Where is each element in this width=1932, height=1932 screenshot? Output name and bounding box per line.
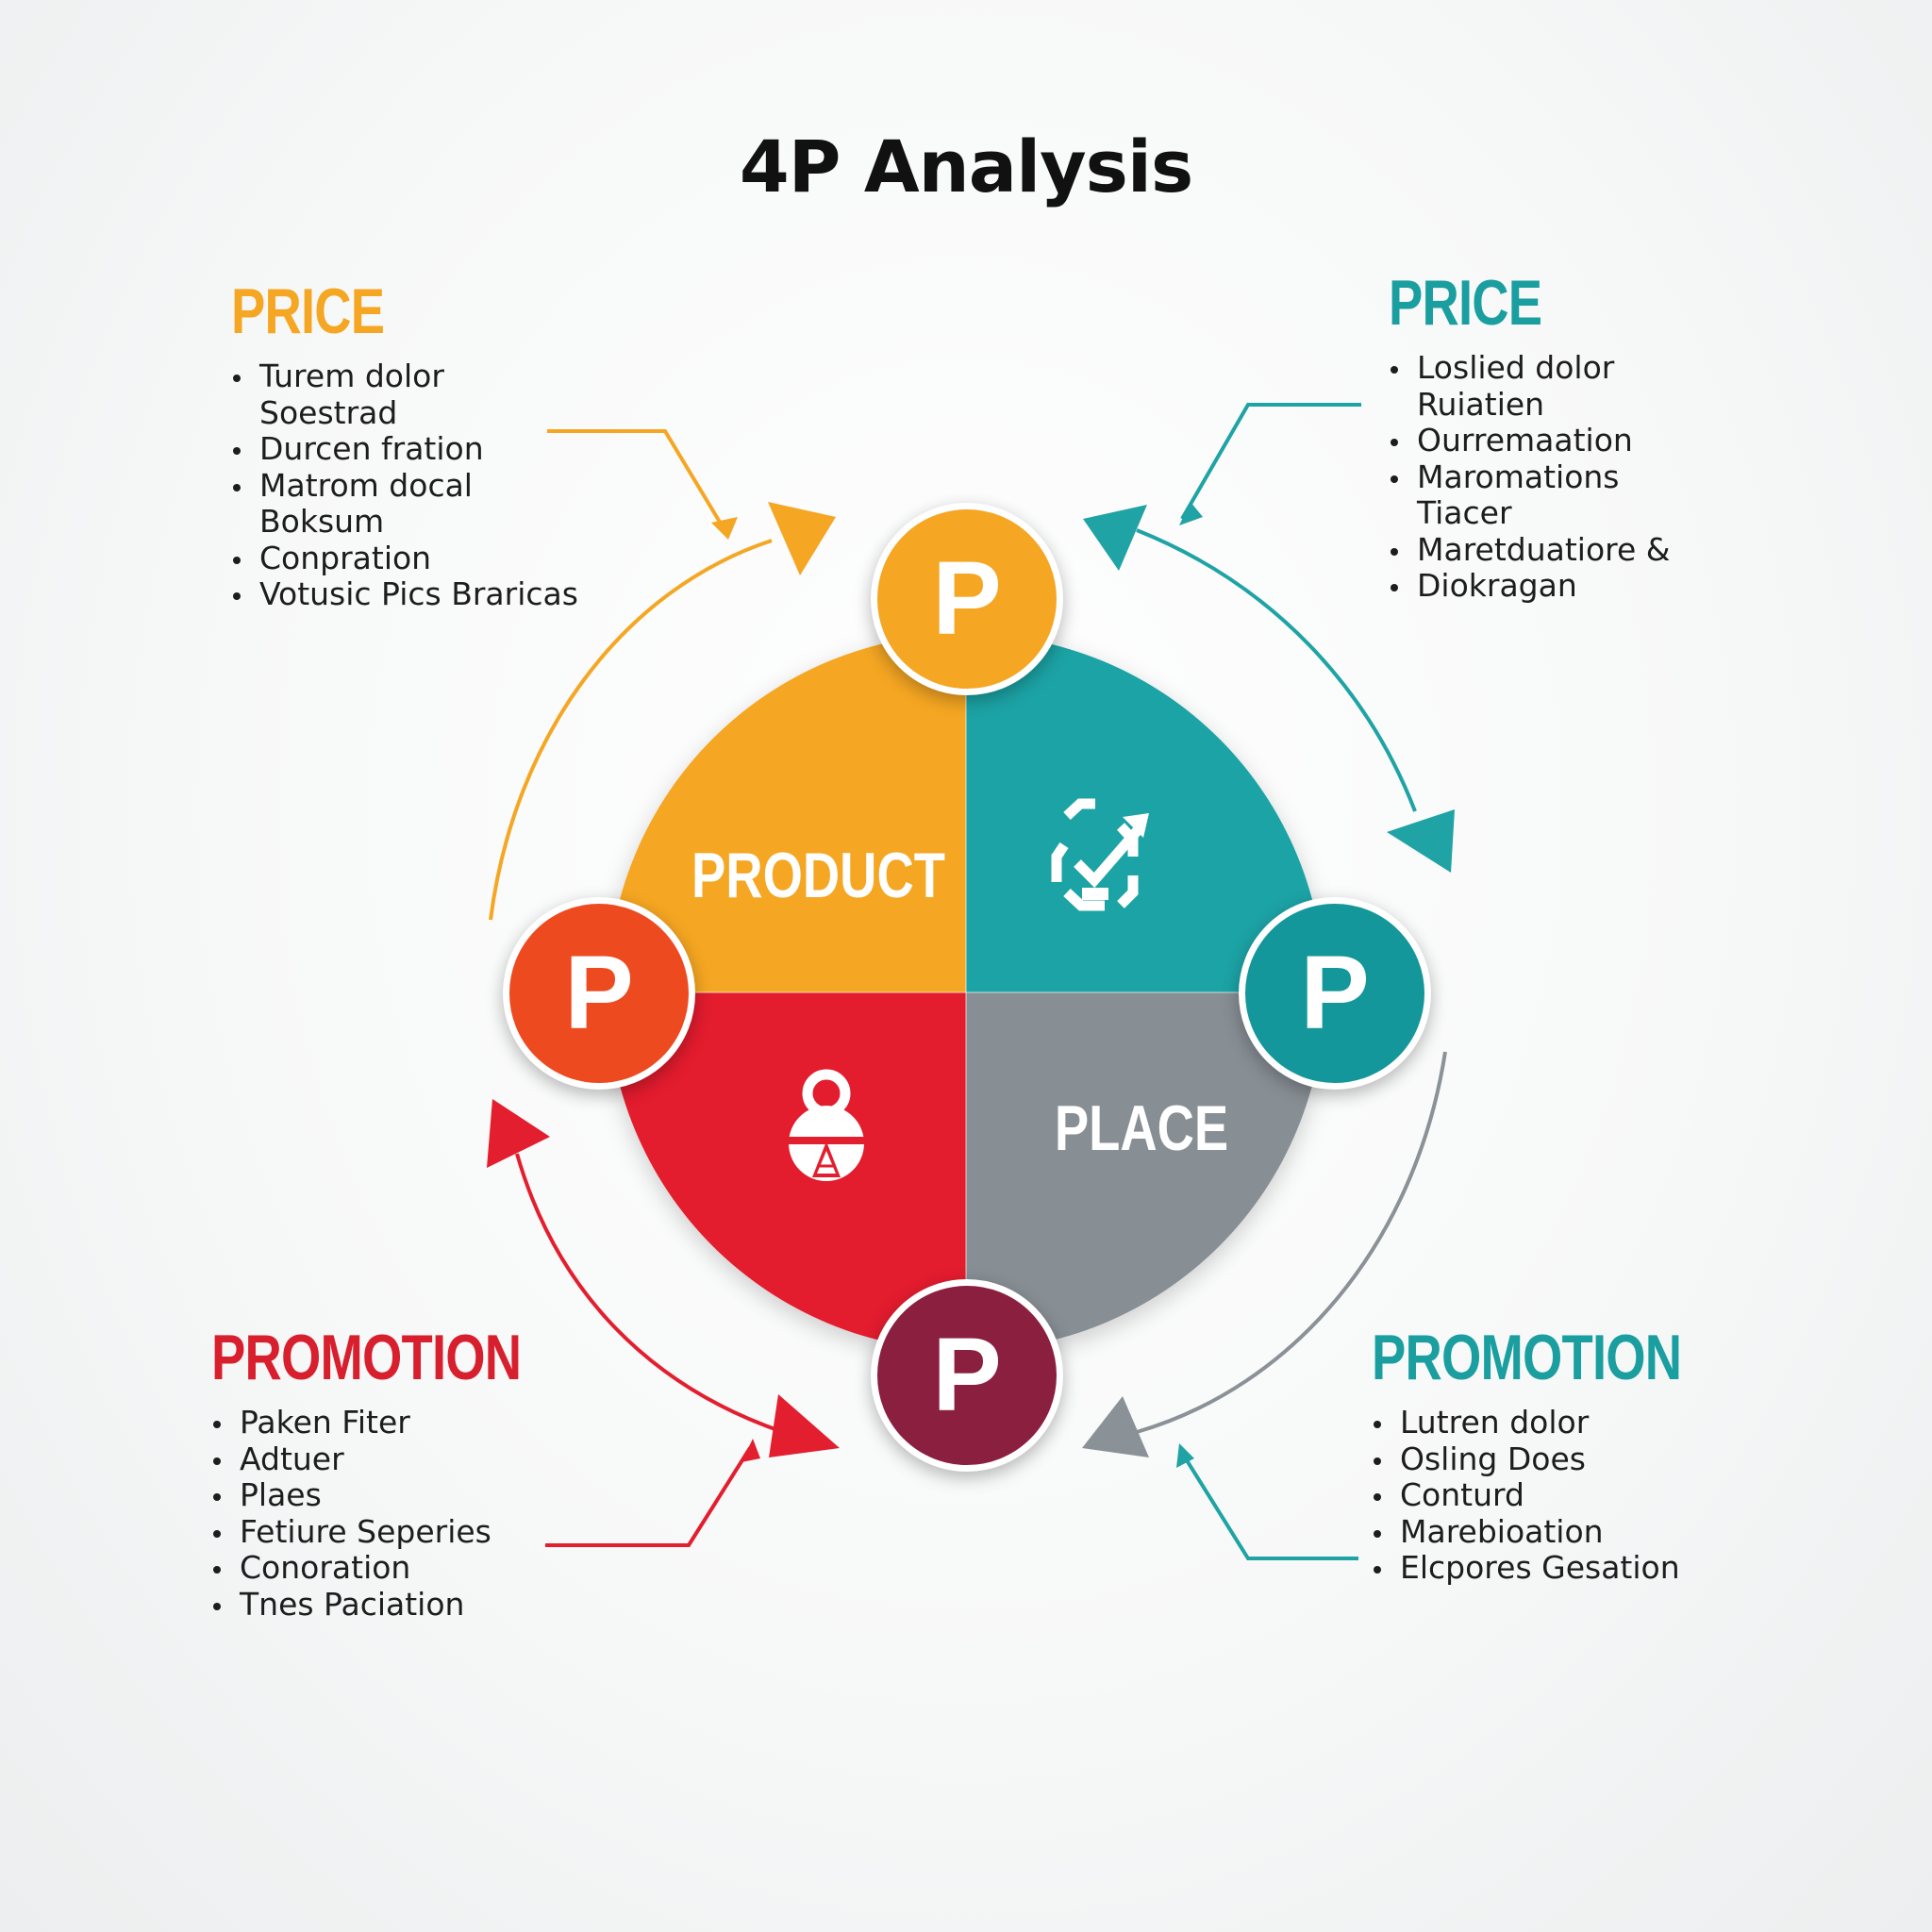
p-circle-left[interactable]: P — [503, 897, 695, 1090]
list-item: Tiacer — [1417, 494, 1512, 531]
list-item: Boksum — [259, 503, 385, 540]
list-item: Conpration — [231, 540, 578, 577]
list-item: Plaes — [211, 1476, 598, 1514]
quadrant-disc — [608, 634, 1324, 1351]
cycle-arc-bottom-left — [487, 1099, 840, 1457]
segment-place — [966, 992, 1324, 1351]
block-bottom-right: PROMOTION Lutren dolor Osling Does Contu… — [1372, 1324, 1758, 1587]
kettlebell-icon — [789, 1069, 864, 1181]
list-item: Fetiure Seperies — [211, 1513, 598, 1551]
segment-label-place: PLACE — [1054, 1092, 1229, 1164]
list-item: Lutren dolor — [1372, 1404, 1758, 1441]
list-item: Votusic Pics Braricas — [231, 575, 578, 613]
list-item: Loslied dolor — [1389, 349, 1671, 387]
list-item: Tnes Paciation — [211, 1586, 598, 1624]
bullet-list: Lutren dolor Osling Does Conturd Marebio… — [1372, 1404, 1758, 1587]
block-heading: PROMOTION — [1372, 1322, 1682, 1393]
block-bottom-left: PROMOTION Paken Fiter Adtuer Plaes Fetiu… — [211, 1324, 598, 1623]
list-item: Ruiatien — [1417, 385, 1545, 423]
list-item: Osling Does — [1372, 1441, 1758, 1478]
connector-arrow-bottom-left — [545, 1439, 760, 1547]
block-heading: PROMOTION — [211, 1322, 522, 1393]
bullet-list: Loslied dolor Ruiatien Ourremaation Maro… — [1389, 349, 1671, 605]
list-item: Diokragan — [1389, 567, 1671, 605]
list-item: Paken Fiter — [211, 1404, 598, 1441]
bullet-list: Turem dolor Soestrad Durcen fration Matr… — [231, 358, 578, 613]
list-item: Marebioation — [1372, 1513, 1758, 1551]
p-circle-right[interactable]: P — [1239, 897, 1431, 1090]
list-item: Maromations — [1389, 458, 1671, 496]
block-top-right: PRICE Loslied dolor Ruiatien Ourremaatio… — [1389, 269, 1671, 605]
list-item: Maretduatiore & — [1389, 531, 1671, 569]
segment-product — [608, 634, 966, 992]
list-item: Matrom docal — [231, 467, 578, 505]
target-check-icon — [1051, 798, 1149, 911]
connector-arrow-top-right — [1179, 403, 1361, 525]
cycle-arc-left-top — [489, 502, 836, 921]
cycle-arc-right-bottom — [1082, 1051, 1447, 1457]
segment-top-right — [966, 634, 1324, 992]
p-circle-top[interactable]: P — [871, 503, 1063, 695]
page-title: 4P Analysis — [739, 125, 1193, 208]
list-item: Conturd — [1372, 1476, 1758, 1514]
list-item: Conoration — [211, 1549, 598, 1587]
segment-label-product: PRODUCT — [691, 840, 945, 911]
segment-bottom-left — [608, 992, 966, 1351]
list-item: Elcpores Gesation — [1372, 1549, 1758, 1587]
block-heading: PRICE — [1389, 267, 1542, 339]
list-item: Turem dolor — [231, 358, 578, 395]
list-item: Adtuer — [211, 1441, 598, 1478]
list-item: Soestrad — [259, 393, 398, 431]
bullet-list: Paken Fiter Adtuer Plaes Fetiure Seperie… — [211, 1404, 598, 1624]
block-top-left: PRICE Turem dolor Soestrad Durcen fratio… — [231, 277, 578, 613]
list-item: Durcen fration — [231, 430, 578, 468]
list-item: Ourremaation — [1389, 422, 1671, 459]
connector-arrow-bottom-right — [1176, 1443, 1358, 1560]
p-circle-bottom[interactable]: P — [871, 1279, 1063, 1472]
block-heading: PRICE — [231, 275, 385, 347]
cycle-arc-top-right — [1083, 505, 1455, 873]
connector-arrow-top-left — [547, 429, 738, 540]
